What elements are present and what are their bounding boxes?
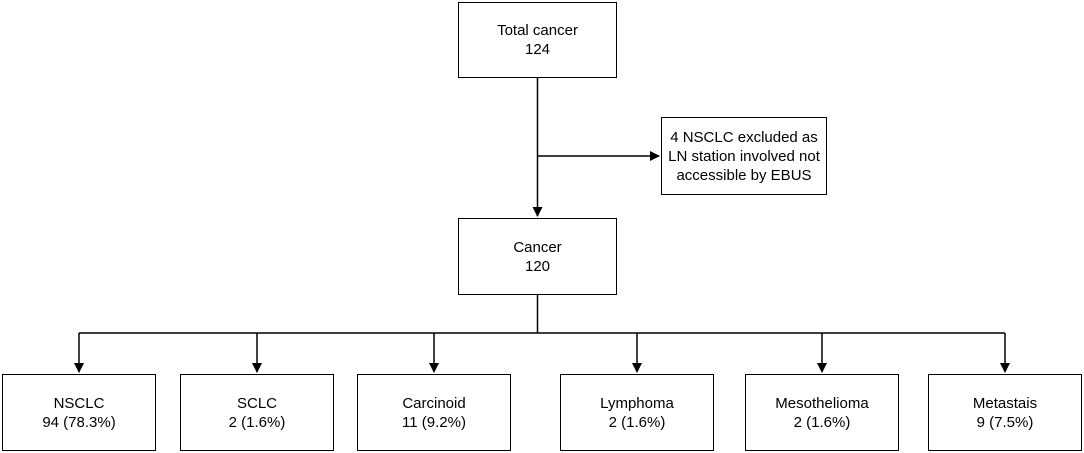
total-cancer-title: Total cancer [497,22,578,39]
category-name: NSCLC [53,394,105,412]
category-value: 2 (1.6%) [228,413,286,431]
category-value: 2 (1.6%) [793,413,851,431]
category-name: SCLC [236,394,277,412]
exclusion-box: 4 NSCLC excluded as LN station involved … [661,117,827,195]
cancer-count: 120 [524,257,551,275]
category-value: 9 (7.5%) [976,413,1034,431]
category-box-mesothelioma: Mesothelioma 2 (1.6%) [745,374,899,451]
category-box-nsclc: NSCLC 94 (78.3%) [2,374,156,451]
category-box-lymphoma: Lymphoma 2 (1.6%) [560,374,714,451]
category-value: 94 (78.3%) [42,413,116,431]
exclusion-line-2: LN station involved not [668,147,820,165]
category-value: 11 (9.2%) [402,413,466,431]
category-name: Carcinoid [402,394,466,412]
category-box-metastais: Metastais 9 (7.5%) [928,374,1082,451]
cancer-box: Cancer 120 [458,218,617,295]
total-cancer-box: Total cancer 124 [458,2,617,78]
category-name: Metastais [972,394,1038,412]
total-cancer-count: 124 [524,41,551,58]
category-box-sclc: SCLC 2 (1.6%) [180,374,334,451]
category-name: Lymphoma [600,394,674,412]
category-name: Mesothelioma [775,394,869,412]
exclusion-line-1: 4 NSCLC excluded as [670,128,818,146]
exclusion-line-3: accessible by EBUS [676,166,812,184]
cancer-title: Cancer [513,238,562,256]
category-box-carcinoid: Carcinoid 11 (9.2%) [357,374,511,451]
category-value: 2 (1.6%) [608,413,666,431]
